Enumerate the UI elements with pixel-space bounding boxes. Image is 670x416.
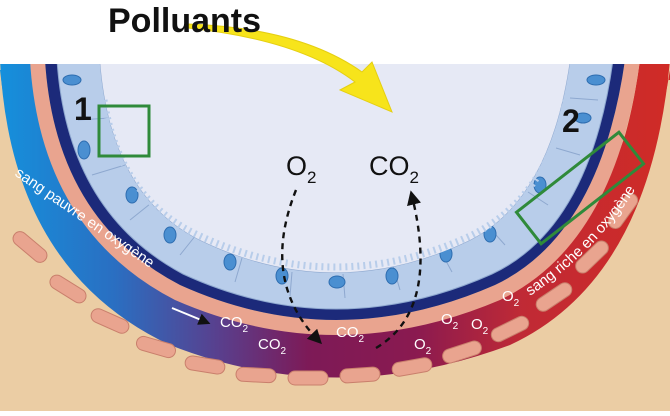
pollutant-arrow — [187, 23, 393, 113]
blood-gas: CO2 — [336, 324, 365, 345]
blood-gas: O2 — [414, 336, 432, 357]
blood-gases: CO2 CO2 CO2 O2 O2 O2 O2 — [220, 288, 520, 357]
microvilli — [100, 99, 570, 271]
alveolus-air-space — [100, 60, 570, 273]
o2-label: O2 — [286, 151, 316, 187]
outer-cell-ring — [12, 192, 639, 386]
marker-2: 2 — [562, 103, 580, 139]
blood-gas: O2 — [441, 311, 459, 332]
diagram-title: Polluants — [108, 2, 261, 40]
co2-label: CO2 — [369, 151, 419, 187]
marker-1: 1 — [74, 91, 92, 127]
blood-flow-arrow — [171, 307, 211, 325]
blood-gas: CO2 — [258, 336, 287, 357]
blood-gas: CO2 — [220, 314, 249, 335]
blood-gas: O2 — [471, 316, 489, 337]
blood-gas: O2 — [502, 288, 520, 309]
highlight-box-1 — [97, 104, 151, 158]
top-margin — [0, 0, 670, 60]
o2-diffusion-arrow — [281, 189, 323, 345]
highlight-box-2 — [514, 130, 646, 246]
